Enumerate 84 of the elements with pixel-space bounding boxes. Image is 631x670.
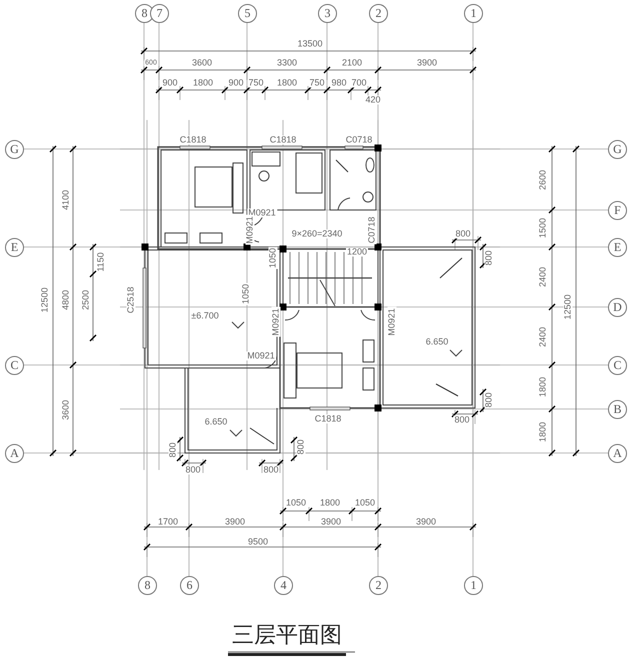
dimension-text: 420 — [364, 96, 382, 104]
dimension-text: 3900 — [224, 518, 246, 526]
dimension-text: 3600 — [62, 398, 70, 422]
dimension-text: 800 — [184, 466, 202, 474]
dimension-text: 1050 — [284, 498, 308, 508]
dimension-text: 700 — [350, 78, 368, 88]
dimension-text: 900 — [227, 78, 245, 88]
dimension-text: 1800 — [318, 498, 342, 508]
dimension-text: C1818 — [314, 414, 342, 424]
dimension-text: 800 — [454, 230, 472, 238]
dimension-text: C1818 — [268, 136, 298, 144]
dimension-text: 800 — [296, 438, 306, 456]
dimension-text: 4800 — [62, 288, 70, 312]
dimension-text: 3300 — [276, 58, 298, 68]
axis-bubble: 8 — [138, 576, 157, 595]
dimension-text: 3900 — [320, 518, 342, 526]
dimension-text: C0718 — [344, 136, 374, 144]
dimension-text: C1818 — [178, 136, 208, 144]
dimension-text: 1800 — [538, 420, 548, 444]
dimension-text: 1050 — [268, 246, 278, 270]
dimension-text: 12500 — [564, 293, 572, 321]
axis-bubble: F — [608, 201, 627, 220]
axis-bubble: A — [608, 444, 627, 463]
axis-bubble: 5 — [238, 4, 257, 23]
drawing-caption: 三层平面图 — [228, 620, 346, 656]
axis-bubble: C — [608, 356, 627, 375]
dimension-text: 1800 — [538, 376, 548, 398]
dimension-text: 800 — [484, 391, 494, 409]
axis-bubble: 1 — [464, 4, 483, 23]
dimension-text: 1500 — [538, 216, 548, 240]
dimension-text: 3900 — [416, 58, 438, 68]
axis-bubble: 2 — [369, 4, 388, 23]
axis-bubble: B — [608, 400, 627, 419]
axis-bubble: G — [608, 140, 627, 159]
axis-bubble: 3 — [318, 4, 337, 23]
dimension-text: 1050 — [242, 282, 250, 306]
dimension-text: 4100 — [62, 188, 70, 212]
dimension-text: 12500 — [40, 286, 50, 314]
dimension-text: 9500 — [246, 538, 270, 546]
dimension-text: 750 — [247, 78, 265, 88]
dimension-text: 800 — [262, 466, 280, 474]
dimension-text: 900 — [161, 78, 179, 88]
axis-bubble: C — [5, 356, 24, 375]
dimension-text: 6.650 — [204, 418, 228, 426]
dimension-text: ±6.700 — [190, 312, 220, 320]
axis-bubble: G — [5, 140, 24, 159]
dimension-text: M0921 — [246, 215, 254, 245]
dimension-text: 1050 — [354, 498, 376, 508]
dimension-text: 1800 — [192, 78, 214, 88]
axis-bubble: 4 — [274, 576, 293, 595]
axis-bubble: 1 — [464, 576, 483, 595]
axis-bubble: 2 — [369, 576, 388, 595]
dimension-text: 2600 — [538, 168, 548, 192]
dimension-text: 3900 — [414, 518, 438, 526]
dimension-text: C0718 — [368, 216, 376, 244]
dimension-text: M0921 — [388, 307, 396, 337]
dimension-text: 2500 — [82, 288, 90, 312]
dimension-text: 1200 — [346, 248, 368, 256]
dimension-text: M0921 — [247, 208, 277, 218]
dimension-text: 2400 — [538, 326, 548, 348]
axis-bubble: 7 — [150, 4, 169, 23]
dimension-text: 2100 — [340, 58, 364, 68]
dimension-text: 800 — [484, 249, 494, 267]
axis-bubble: E — [5, 238, 24, 257]
dimension-text: 6.650 — [424, 338, 450, 346]
dimension-text: 3600 — [190, 58, 214, 68]
axis-bubble: 6 — [180, 576, 199, 595]
dimension-text: 800 — [168, 441, 178, 459]
dimension-text: 1800 — [276, 78, 298, 88]
dimension-text: 9×260=2340 — [290, 230, 344, 238]
axis-bubble: 8 — [135, 4, 154, 23]
axis-bubble: A — [5, 444, 24, 463]
dimension-text: 800 — [453, 416, 471, 424]
dimension-text: 2400 — [538, 266, 548, 288]
dimension-text: 1700 — [156, 518, 180, 526]
dimension-text: 1150 — [96, 251, 106, 273]
dimension-text: 13500 — [296, 40, 324, 48]
dimension-text: C2518 — [126, 286, 136, 314]
dimension-text: 750 — [308, 78, 326, 88]
dimension-text: M0921 — [272, 307, 280, 337]
axis-bubble: D — [608, 298, 627, 317]
axis-bubble: E — [608, 238, 627, 257]
dimension-text: M0921 — [246, 352, 276, 360]
dimension-text: 980 — [330, 78, 348, 88]
